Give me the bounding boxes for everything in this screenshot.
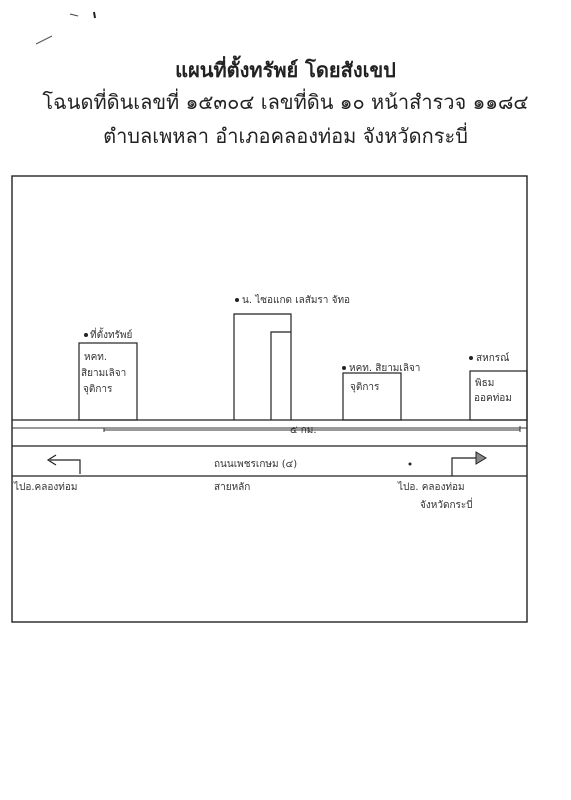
deed-info-line: โฉนดที่ดินเลขที่ ๑๕๓๐๔ เลขที่ดิน ๑๐ หน้า… <box>42 90 529 114</box>
road-name: ถนนเพชรเกษม (๔) <box>214 459 298 470</box>
pen-mark <box>69 13 79 17</box>
road-sub-label: สายหลัก <box>214 482 251 493</box>
middle-dot <box>342 366 346 370</box>
right-direction-label-2: จังหวัดกระบี่ <box>420 500 473 511</box>
page-title: แผนที่ตั้งทรัพย์ โดยสังเขป <box>175 58 396 82</box>
subject-dot <box>84 333 88 337</box>
left-direction-label: ไปอ.คลองท่อม <box>14 482 78 493</box>
subject-label-2: หคท. <box>84 352 108 363</box>
distance-label: ๕ กม. <box>290 425 317 436</box>
pen-mark <box>35 35 53 45</box>
right-label-3: ออคท่อม <box>474 393 512 404</box>
left-arrow-head-icon <box>46 454 57 466</box>
right-arrow-line <box>451 457 480 476</box>
right-direction-label-1: ไปอ. คลองท่อม <box>398 482 465 493</box>
middle-label-1: หคท. สิยามเลิจา <box>349 363 421 374</box>
plot-middle <box>342 372 402 421</box>
right-dot <box>469 356 473 360</box>
owner-dot <box>235 298 239 302</box>
road-dot <box>408 462 412 466</box>
plot-owner <box>233 313 292 420</box>
subject-label-4: จุติการ <box>83 384 113 395</box>
middle-label-2: จุติการ <box>350 382 380 393</box>
right-label-2: พิธม <box>475 378 495 389</box>
right-label-1: สหกรณ์ <box>476 353 510 364</box>
map-frame <box>11 175 528 623</box>
plot-subject <box>78 342 138 421</box>
left-arrow-line <box>50 459 81 474</box>
location-line: ตำบลเพหลา อำเภอคลองท่อม จังหวัดกระบี่ <box>103 124 468 148</box>
pen-mark <box>93 11 96 19</box>
distance-dimension <box>103 426 521 432</box>
plot-right <box>469 370 528 421</box>
subject-label-1: ที่ตั้งทรัพย์ <box>90 330 133 341</box>
subject-label-3: สิยามเลิจา <box>81 368 127 379</box>
owner-label: น. ไซอแกด เลสัมรา จัทอ <box>242 295 351 306</box>
right-arrow-head-icon <box>475 451 487 465</box>
